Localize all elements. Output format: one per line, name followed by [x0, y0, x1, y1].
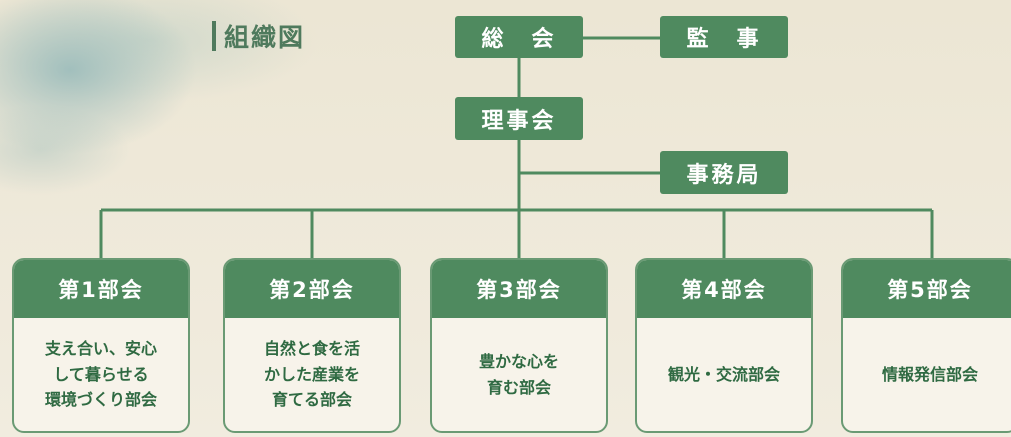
department-description: 情報発信部会 [881, 364, 978, 384]
page-title-text: 組織図 [224, 23, 306, 52]
title-accent-bar [212, 21, 216, 51]
board-box: 理事会 [455, 97, 583, 140]
department-description: 支え合い、安心 して暮らせる 環境づくり部会 [44, 339, 157, 410]
secretariat-box: 事務局 [660, 151, 788, 194]
department-card-5: 第5部会 情報発信部会 [841, 258, 1011, 433]
page-title: 組織図 [212, 16, 305, 56]
auditor-box: 監 事 [660, 16, 788, 58]
general-meeting-box: 総 会 [455, 16, 583, 58]
department-name: 第2部会 [225, 260, 399, 318]
department-description: 豊かな心を 育む部会 [478, 351, 559, 397]
department-name: 第1部会 [14, 260, 188, 318]
department-card-2: 第2部会 自然と食を活 かした産業を 育てる部会 [223, 258, 401, 433]
department-card-1: 第1部会 支え合い、安心 して暮らせる 環境づくり部会 [12, 258, 190, 433]
department-name: 第5部会 [843, 260, 1011, 318]
department-card-4: 第4部会 観光・交流部会 [635, 258, 813, 433]
department-card-3: 第3部会 豊かな心を 育む部会 [430, 258, 608, 433]
department-name: 第3部会 [432, 260, 606, 318]
department-name: 第4部会 [637, 260, 811, 318]
department-description: 自然と食を活 かした産業を 育てる部会 [263, 339, 360, 410]
department-description: 観光・交流部会 [667, 364, 780, 384]
